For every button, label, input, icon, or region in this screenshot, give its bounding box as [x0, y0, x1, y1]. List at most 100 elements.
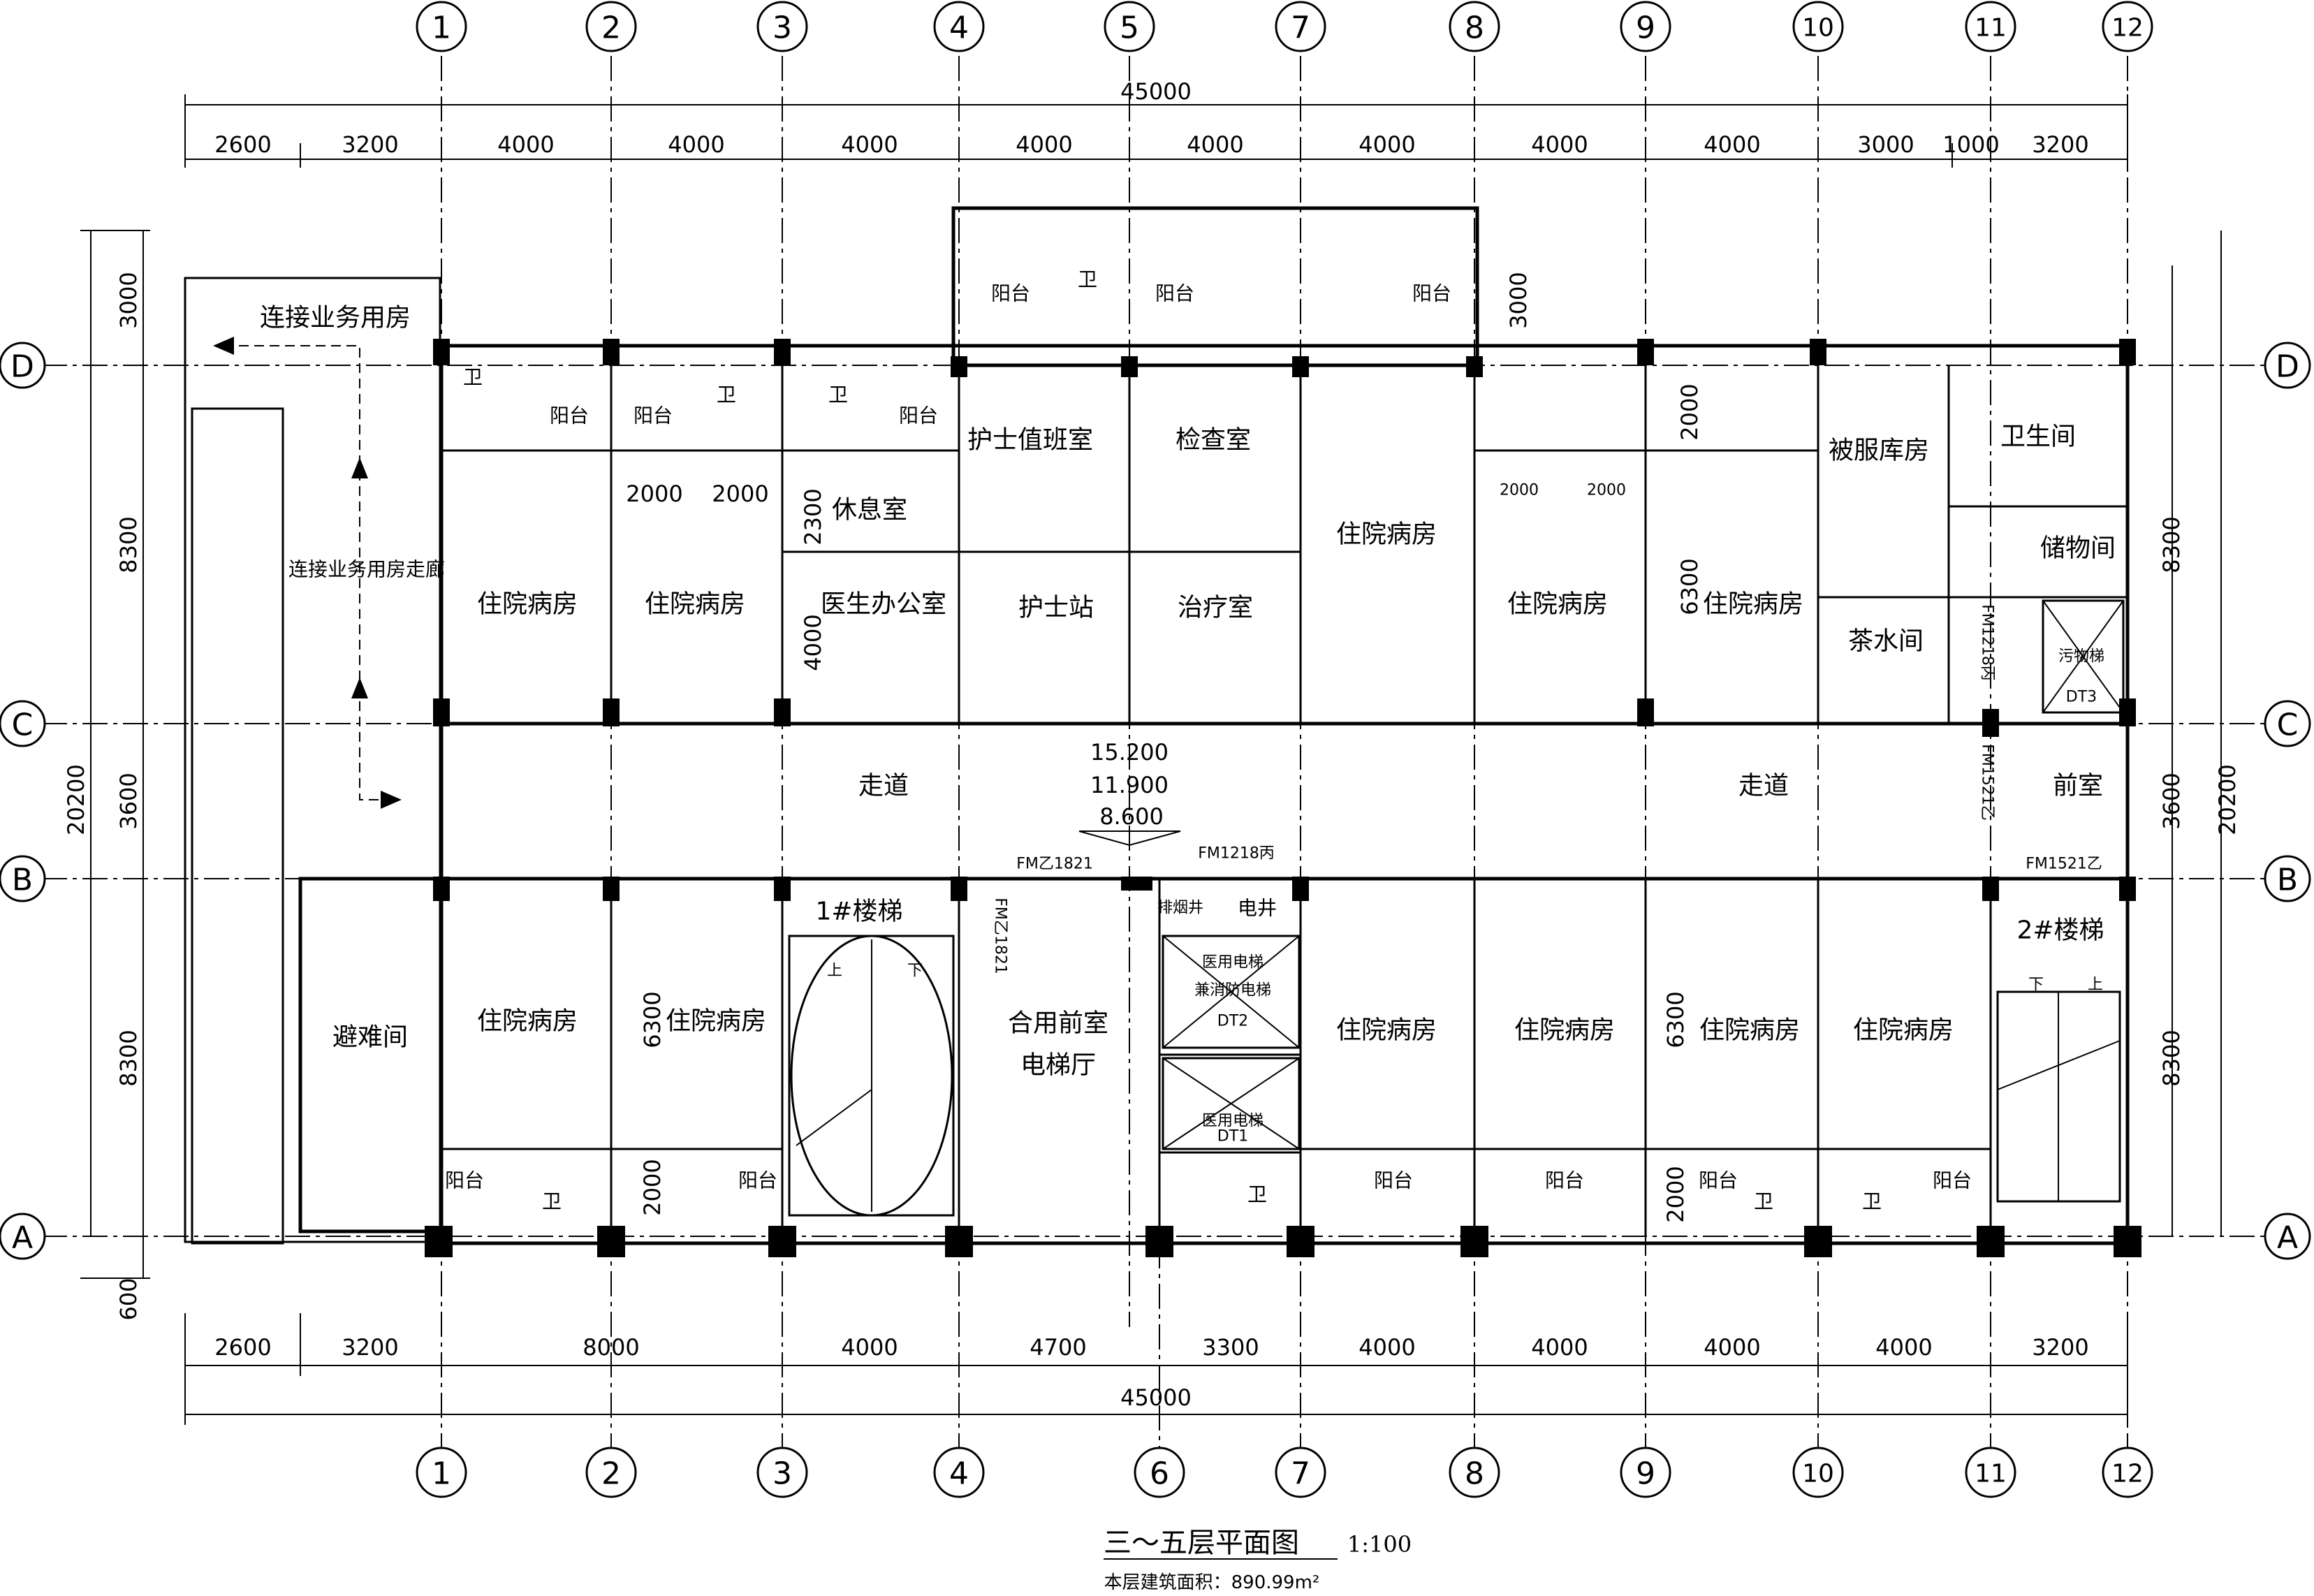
dim-bottom-5: 4700 — [1030, 1334, 1086, 1361]
door-code-fm1218-v: FM1218丙 — [1979, 604, 1996, 681]
dim-top-5: 4000 — [841, 131, 898, 158]
axis-label-left-c: C — [12, 708, 34, 743]
dim-bottom-2: 3200 — [342, 1334, 398, 1361]
dim-left-5: 600 — [115, 1277, 142, 1320]
label-nurse-duty: 护士值班室 — [967, 426, 1093, 455]
dim-top-1: 2600 — [214, 131, 271, 158]
dim-inner-2000-a: 2000 — [626, 481, 682, 507]
dim-bottom-8: 4000 — [1531, 1334, 1588, 1361]
dim-top-10: 4000 — [1704, 131, 1760, 158]
axis-label-top-5: 5 — [1120, 10, 1139, 46]
label-lift2-a: 医用电梯 — [1202, 1113, 1264, 1130]
dim-inner-2000-c: 2000 — [1500, 482, 1539, 499]
label-balcony-s4: 阳台 — [1545, 1169, 1584, 1192]
dim-overall-bottom: 45000 — [1120, 1384, 1192, 1411]
axis-label-bottom-7: 7 — [1291, 1456, 1310, 1492]
drawing-scale: 1:100 — [1347, 1531, 1412, 1558]
label-stair1-down: 下 — [907, 962, 923, 980]
dim-inner-6300-right: 6300 — [1676, 558, 1703, 615]
label-ward-s2: 住院病房 — [666, 1007, 766, 1036]
floor-area: 本层建筑面积：890.99m² — [1104, 1572, 1320, 1593]
label-dt3: DT3 — [2066, 689, 2097, 706]
row-axis-bubbles: D C B A D C B A — [0, 342, 2311, 1260]
axis-label-right-c: C — [2277, 708, 2299, 743]
axis-label-top-8: 8 — [1465, 10, 1484, 46]
label-lift2-b: DT1 — [1217, 1128, 1248, 1145]
dim-top-2: 3200 — [342, 131, 398, 158]
dim-left-2: 8300 — [115, 516, 142, 573]
label-ward-s6: 住院病房 — [1853, 1016, 1954, 1045]
dim-bottom-9: 4000 — [1704, 1334, 1760, 1361]
label-elec-shaft: 电井 — [1238, 897, 1277, 920]
axis-label-top-4: 4 — [949, 10, 969, 46]
label-corridor-east: 走道 — [1738, 772, 1789, 800]
label-toilet-n3: 卫 — [828, 383, 848, 407]
label-smoke-shaft: 排烟井 — [1157, 900, 1203, 917]
label-ward-n1: 住院病房 — [477, 590, 578, 619]
level-1: 15.200 — [1090, 739, 1169, 766]
dim-inner-2300: 2300 — [800, 488, 826, 545]
label-ward-s3: 住院病房 — [1336, 1016, 1437, 1045]
axis-label-top-9: 9 — [1636, 10, 1655, 46]
axis-label-top-10: 10 — [1802, 14, 1834, 43]
axis-label-bottom-9: 9 — [1636, 1456, 1655, 1492]
top-axis-bubbles: 1 2 3 4 5 7 8 9 10 11 12 — [416, 1, 2153, 52]
label-tea-room: 茶水间 — [1848, 627, 1924, 656]
door-code-fmz1821-v: FM乙1821 — [992, 898, 1009, 974]
dim-top-3: 4000 — [497, 131, 554, 158]
dim-inner-6300-b9: 6300 — [1662, 991, 1689, 1048]
label-treatment-room: 治疗室 — [1178, 594, 1253, 622]
dim-bottom-11: 3200 — [2032, 1334, 2088, 1361]
label-doctor-office: 医生办公室 — [821, 590, 946, 619]
label-balcony-s6: 阳台 — [1933, 1169, 1972, 1192]
dim-right-outer: 20200 — [2214, 764, 2241, 835]
label-stair1-up: 上 — [827, 962, 842, 980]
label-ward-n4: 住院病房 — [1507, 590, 1608, 619]
dim-overall-top: 45000 — [1120, 78, 1192, 105]
label-dirty-lift: 污物梯 — [2058, 648, 2104, 666]
label-toilet-s3: 卫 — [1754, 1190, 1773, 1213]
label-stair-2: 2#楼梯 — [2016, 916, 2104, 945]
door-code-fm1521-v: FM1521乙 — [1979, 744, 1996, 821]
axis-label-top-11: 11 — [1975, 14, 2007, 43]
dim-top-13: 3200 — [2032, 131, 2088, 158]
structural-columns — [425, 339, 2141, 1257]
axis-label-bottom-1: 1 — [432, 1456, 451, 1492]
axis-label-top-12: 12 — [2111, 14, 2144, 43]
door-codes: FM1218丙 FM1521乙 FM1521乙 FM乙1821 FM乙1821 … — [992, 604, 2102, 974]
axis-label-right-a: A — [2277, 1220, 2298, 1256]
dim-bottom-1: 2600 — [214, 1334, 271, 1361]
label-ward-n5: 住院病房 — [1703, 590, 1803, 619]
label-ward-s1: 住院病房 — [477, 1007, 578, 1036]
level-3: 8.600 — [1099, 803, 1164, 830]
label-lift1-c: DT2 — [1217, 1013, 1248, 1030]
label-balcony-s2: 阳台 — [738, 1169, 777, 1192]
axis-label-top-7: 7 — [1291, 10, 1310, 46]
dim-bottom-4: 4000 — [841, 1334, 898, 1361]
bottom-axis-bubbles: 1 2 3 4 6 7 8 9 10 11 12 — [416, 1447, 2153, 1498]
inner-dimensions: 2000 2000 2300 4000 2000 2000 6300 2000 … — [626, 383, 1703, 1222]
dim-right-4: 8300 — [2158, 1030, 2185, 1086]
axis-label-bottom-3: 3 — [772, 1456, 792, 1492]
dim-top-6: 4000 — [1016, 131, 1072, 158]
dim-left-4: 8300 — [115, 1030, 142, 1086]
label-balcony-s3: 阳台 — [1374, 1169, 1413, 1192]
axis-label-left-d: D — [10, 349, 34, 385]
dim-inner-2000-right: 2000 — [1676, 383, 1703, 440]
label-stair-up: 上 — [2088, 976, 2103, 994]
top-dimensions: 45000 2600 3200 4000 4000 4000 4000 4000… — [184, 78, 2128, 168]
axis-label-left-a: A — [12, 1220, 33, 1256]
dim-right-1: 3000 — [1505, 272, 1532, 328]
label-balcony-n2: 阳台 — [634, 404, 673, 427]
level-2: 11.900 — [1090, 772, 1169, 798]
label-ward-n3: 住院病房 — [1336, 520, 1437, 549]
label-lift1-a: 医用电梯 — [1202, 954, 1264, 972]
label-connect-building: 连接业务用房 — [260, 304, 411, 332]
dim-top-12: 1000 — [1942, 131, 1999, 158]
label-toilet-s2: 卫 — [1247, 1183, 1267, 1206]
label-stair-down: 下 — [2028, 976, 2044, 994]
dim-top-4: 4000 — [668, 131, 724, 158]
label-lobby-shared: 合用前室 — [1008, 1009, 1108, 1038]
label-restroom: 卫生间 — [2000, 423, 2076, 451]
